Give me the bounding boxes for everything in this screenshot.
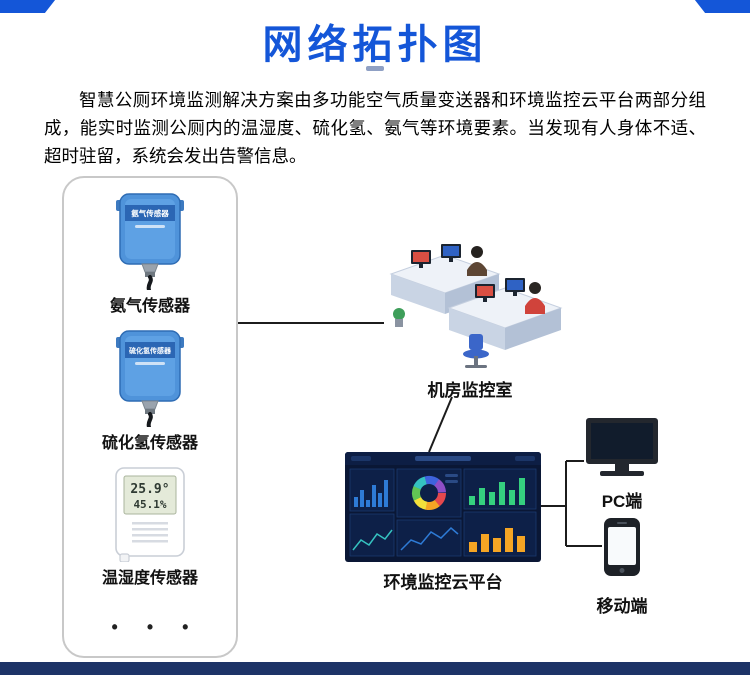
footer-bar [0,662,750,675]
temp-humidity-device-icon: 25.9° 45.1% [115,467,185,562]
sensor-h2s: 硫化氢传感器 硫化氢传感器 [102,329,198,461]
ammonia-sensor-label: 氨气传感器 [109,298,190,315]
monitor-room-label: 机房监控室 [427,381,513,400]
pc-label: PC端 [601,492,643,511]
phone-speaker [617,522,627,524]
sensor-temp-humidity: 25.9° 45.1% 温湿度传感器 [102,466,198,596]
lcd-humidity-value: 45.1% [133,498,166,511]
pc-screen [586,418,658,464]
page-title: 网络拓扑图 [262,23,488,67]
h2s-sensor-label: 硫化氢传感器 [101,435,198,452]
h2s-sensor-device-icon: 硫化氢传感器 [115,330,184,427]
color-wheel-chart [412,475,446,511]
more-sensors-ellipsis: • • • [111,617,201,637]
title-underline [366,66,384,71]
pc-monitor-icon [584,418,660,476]
pc-stand-base [600,471,644,476]
phone-home-button [619,568,625,573]
ammonia-device-label: 氨气传感器 [131,208,169,218]
cloud-platform-screenshot [345,452,541,562]
monitor-room-illustration [389,244,563,368]
cloud-platform-label: 环境监控云平台 [383,573,503,592]
sensor-panel: 氨气传感器 氨气传感器 硫化氢传感器 硫化氢传感器 [62,176,238,658]
mobile-phone-icon [604,518,640,576]
lcd-temperature-value: 25.9° [130,482,169,497]
phone-screen [608,527,636,565]
ammonia-sensor-device-icon: 氨气传感器 [115,193,184,290]
pc-stand [615,464,629,471]
h2s-device-label: 硫化氢传感器 [129,346,172,355]
temp-humidity-sensor-label: 温湿度传感器 [101,570,198,587]
mobile-label: 移动端 [596,597,648,616]
intro-paragraph: 智慧公厕环境监测解决方案由多功能空气质量变送器和环境监控云平台两部分组成，能实时… [44,90,706,166]
sensor-ammonia: 氨气传感器 氨气传感器 [110,192,190,324]
